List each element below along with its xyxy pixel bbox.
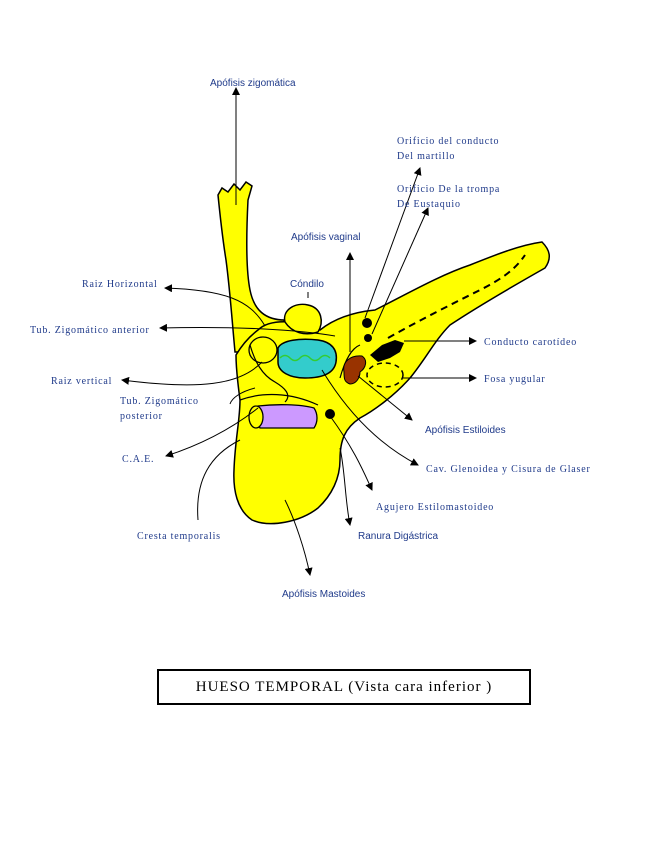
label-orificio-trompa-1: Orificio De la trompa [397, 184, 500, 195]
label-orificio-martillo-2: Del martillo [397, 151, 455, 162]
arrow-tub-zig-posterior [229, 387, 256, 405]
arrow-tub-zig-anterior [159, 323, 336, 337]
styloid-shape [343, 355, 367, 385]
zygomatic-process-shape [217, 180, 287, 353]
internal-contour [239, 393, 319, 406]
arrow-raiz-horizontal [164, 284, 266, 327]
eustachian-dot [364, 334, 372, 342]
carotid-canal-shape [370, 340, 404, 362]
arrow-raiz-vertical [121, 361, 263, 386]
label-agujero-estilomastoideo: Agujero Estilomastoideo [376, 502, 494, 513]
carotid-dashed [387, 254, 526, 339]
label-fosa-yugular: Fosa yugular [484, 374, 546, 385]
arrow-agujero-estilomastoideo [329, 415, 373, 491]
label-tub-zigomatico-posterior-1: Tub. Zigomático [120, 396, 199, 407]
label-tub-zigomatico-anterior: Tub. Zigomático anterior [30, 325, 150, 336]
figure-caption: HUESO TEMPORAL (Vista cara inferior ) [157, 669, 531, 705]
arrow-orificio-trompa [371, 207, 429, 335]
tub-zigomatico-anterior-shape [248, 336, 278, 364]
vaginal-dot [362, 318, 372, 328]
label-raiz-vertical: Raiz vertical [51, 376, 112, 387]
internal-contour [339, 344, 361, 379]
label-tub-zigomatico-posterior-2: posterior [120, 411, 163, 422]
label-condilo: Cóndilo [290, 279, 324, 290]
label-raiz-horizontal: Raiz Horizontal [82, 279, 158, 290]
label-conducto-carotideo: Conducto carotídeo [484, 337, 577, 348]
label-apofisis-zigomatica: Apófisis zigomática [210, 78, 296, 89]
stylomastoid-dot [325, 409, 335, 419]
label-orificio-trompa-2: De Eustaquio [397, 199, 461, 210]
arrow-apofisis-estiloides [357, 375, 413, 421]
arrow-orificio-martillo [364, 167, 422, 319]
label-ranura-digastrica: Ranura Digástrica [358, 531, 438, 542]
glaser-fissure-wavy [279, 354, 331, 362]
temporal-bone-body [233, 241, 550, 525]
label-orificio-martillo-1: Orificio del conducto [397, 136, 499, 147]
label-cae: C.A.E. [122, 454, 154, 465]
label-cav-glenoidea: Cav. Glenoidea y Cisura de Glaser [426, 464, 591, 475]
label-apofisis-estiloides: Apófisis Estiloides [425, 425, 506, 436]
label-cresta-temporalis: Cresta temporalis [137, 531, 221, 542]
arrow-apofisis-mastoides [284, 499, 313, 576]
arrow-ranura-digastrica [339, 447, 353, 526]
arrow-cav-glenoidea [321, 369, 419, 466]
label-apofisis-mastoides: Apófisis Mastoides [282, 589, 365, 600]
glenoid-cavity-shape [277, 338, 338, 379]
arrow-cae [165, 407, 259, 458]
jugular-fossa-dashed [366, 362, 404, 388]
label-apofisis-vaginal: Apófisis vaginal [291, 232, 360, 243]
cae-opening [248, 405, 264, 429]
condyle-shape [283, 303, 322, 335]
arrow-cresta-temporalis [197, 439, 241, 521]
cae-shape [256, 404, 318, 429]
